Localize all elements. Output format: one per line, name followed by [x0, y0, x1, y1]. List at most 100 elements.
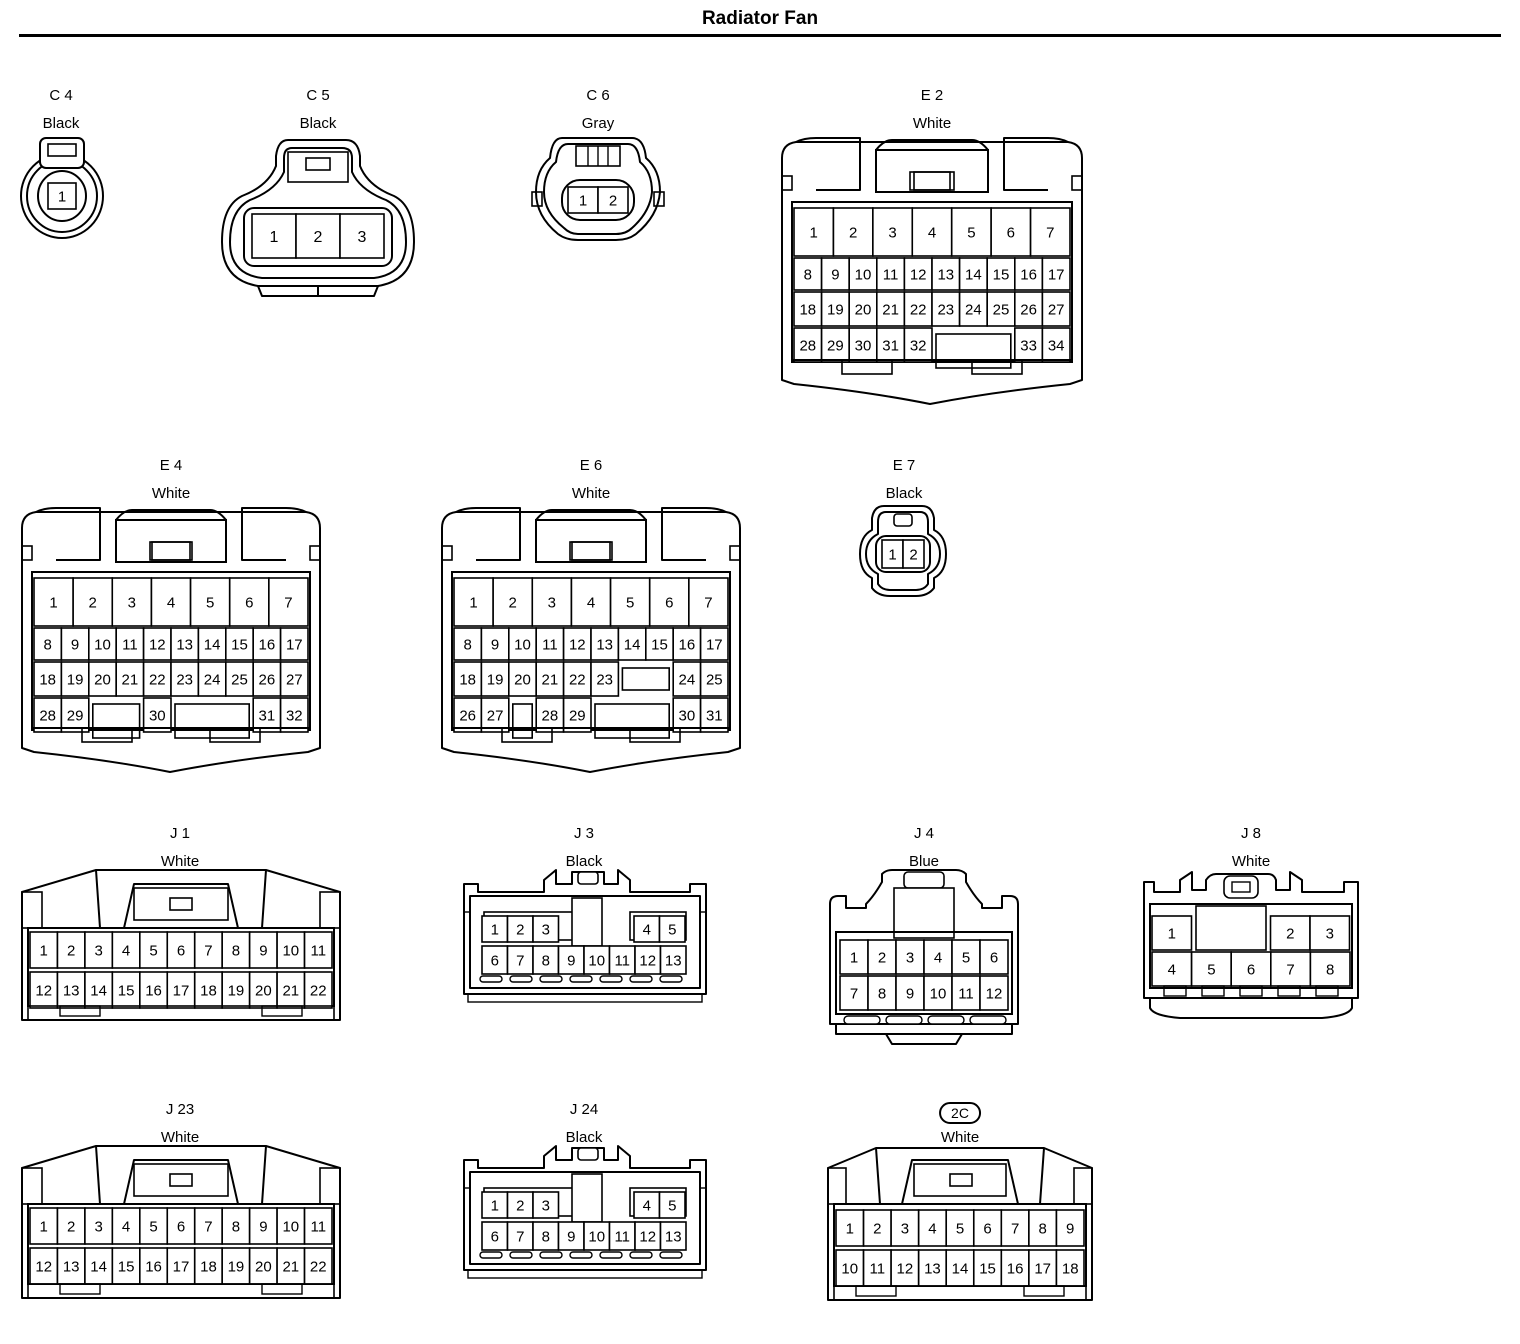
pin-cavity: 18 [33, 661, 63, 697]
connector-color-j8: White [1231, 853, 1271, 870]
pin-number: 7 [284, 594, 292, 611]
pin-number: 17 [173, 1258, 190, 1275]
pin-number: 6 [665, 594, 673, 611]
pin-cavity: 28 [33, 697, 63, 733]
pin-cavity: 5 [658, 915, 686, 943]
pin-cavity: 8 [1028, 1209, 1058, 1247]
pin-cavity: 8 [867, 975, 897, 1011]
pin-number: 8 [1326, 961, 1334, 978]
pin-cavity: 1 [481, 1191, 509, 1219]
pin-cavity: 1 [33, 577, 74, 627]
pin-cavity: 2 [597, 186, 629, 214]
pin-number: 25 [231, 671, 248, 688]
pin-number: 1 [810, 224, 818, 241]
pin-number: 11 [958, 985, 974, 1002]
pin-number: 12 [149, 636, 166, 653]
pin-cavity: 2 [492, 577, 534, 627]
pin-cavity: 6 [166, 1207, 196, 1245]
pin-cavity: 3 [532, 915, 560, 943]
pin-cavity: 8 [793, 257, 823, 291]
pin-cavity: 19 [480, 661, 510, 697]
pin-number: 2 [67, 942, 75, 959]
pin-number: 30 [679, 707, 696, 724]
pin-cavity: 5 [139, 931, 169, 969]
pin-cavity: 19 [820, 291, 850, 327]
pin-number: 14 [952, 1260, 969, 1277]
pin-number: 6 [491, 1228, 499, 1245]
pin-number: 31 [259, 707, 276, 724]
pin-number: 13 [924, 1260, 941, 1277]
pin-cavity: 11 [303, 1207, 333, 1245]
connector-color-c2c: White [940, 1129, 980, 1146]
pin-number: 31 [882, 337, 899, 354]
pin-cavity: 8 [532, 1221, 560, 1251]
pin-cavity: 21 [535, 661, 565, 697]
pin-number: 22 [310, 1258, 327, 1275]
pin-number: 3 [901, 1220, 909, 1237]
pin-cavity: 2 [867, 939, 897, 975]
pin-number: 29 [569, 707, 586, 724]
pin-cavity: 7 [506, 945, 534, 975]
pin-number: 2 [89, 594, 97, 611]
pin-cavity: 12 [634, 945, 662, 975]
pin-number: 7 [1046, 224, 1054, 241]
pin-number: 9 [491, 636, 499, 653]
pin-cavity: 33 [1014, 327, 1044, 363]
pin-number: 3 [358, 229, 367, 246]
pin-number: 22 [910, 301, 927, 318]
pin-number: 20 [94, 671, 111, 688]
pin-number: 22 [569, 671, 586, 688]
pin-number: 15 [651, 636, 668, 653]
connector-symbol-c4: 1 [20, 137, 104, 239]
pin-number: 14 [90, 1258, 107, 1275]
pin-cavity: 30 [672, 697, 702, 733]
pin-cavity: 12 [979, 975, 1009, 1011]
pin-cavity: 14 [617, 627, 647, 661]
pin-cavity: 19 [60, 661, 90, 697]
pin-number: 8 [44, 636, 52, 653]
pin-cavity: 26 [252, 661, 282, 697]
pin-number: 11 [542, 636, 558, 653]
pin-number: 15 [993, 266, 1010, 283]
pin-cavity: 16 [139, 971, 169, 1009]
pin-cavity: 3 [339, 213, 385, 259]
pin-number: 2 [314, 229, 323, 246]
pin-cavity: 1 [47, 182, 77, 210]
pin-number: 2 [873, 1220, 881, 1237]
pin-number: 28 [542, 707, 559, 724]
pin-number: 19 [827, 301, 844, 318]
connector-color-j4: Blue [908, 853, 940, 870]
pin-number: 32 [286, 707, 303, 724]
pin-cavity: 11 [303, 931, 333, 969]
pin-cavity: 4 [633, 1191, 661, 1219]
page-title: Radiator Fan [701, 8, 819, 29]
pin-cavity: 20 [248, 1247, 278, 1285]
pin-cavity: 8 [532, 945, 560, 975]
pin-cavity: 8 [453, 627, 483, 661]
pin-number: 12 [569, 636, 586, 653]
pin-number: 15 [118, 982, 135, 999]
pin-cavity: 3 [1309, 915, 1351, 951]
pin-number: 9 [259, 942, 267, 959]
pin-number: 24 [204, 671, 221, 688]
pin-number: 11 [122, 636, 138, 653]
pin-cavity: 5 [189, 577, 231, 627]
pin-cavity: 13 [56, 971, 86, 1009]
pin-number: 27 [1048, 301, 1065, 318]
pin-number: 1 [491, 1197, 499, 1214]
pin-cavity: 18 [193, 971, 223, 1009]
pin-number: 13 [596, 636, 613, 653]
pin-cavity: 12 [903, 257, 933, 291]
pin-number: 7 [516, 1228, 524, 1245]
pin-number: 19 [228, 1258, 245, 1275]
pin-cavity: 9 [480, 627, 510, 661]
pin-cavity: 4 [111, 931, 141, 969]
pin-number: 23 [596, 671, 613, 688]
pin-cavity: 1 [29, 931, 59, 969]
pin-cavity: 1 [835, 1209, 865, 1247]
pin-number: 19 [487, 671, 504, 688]
